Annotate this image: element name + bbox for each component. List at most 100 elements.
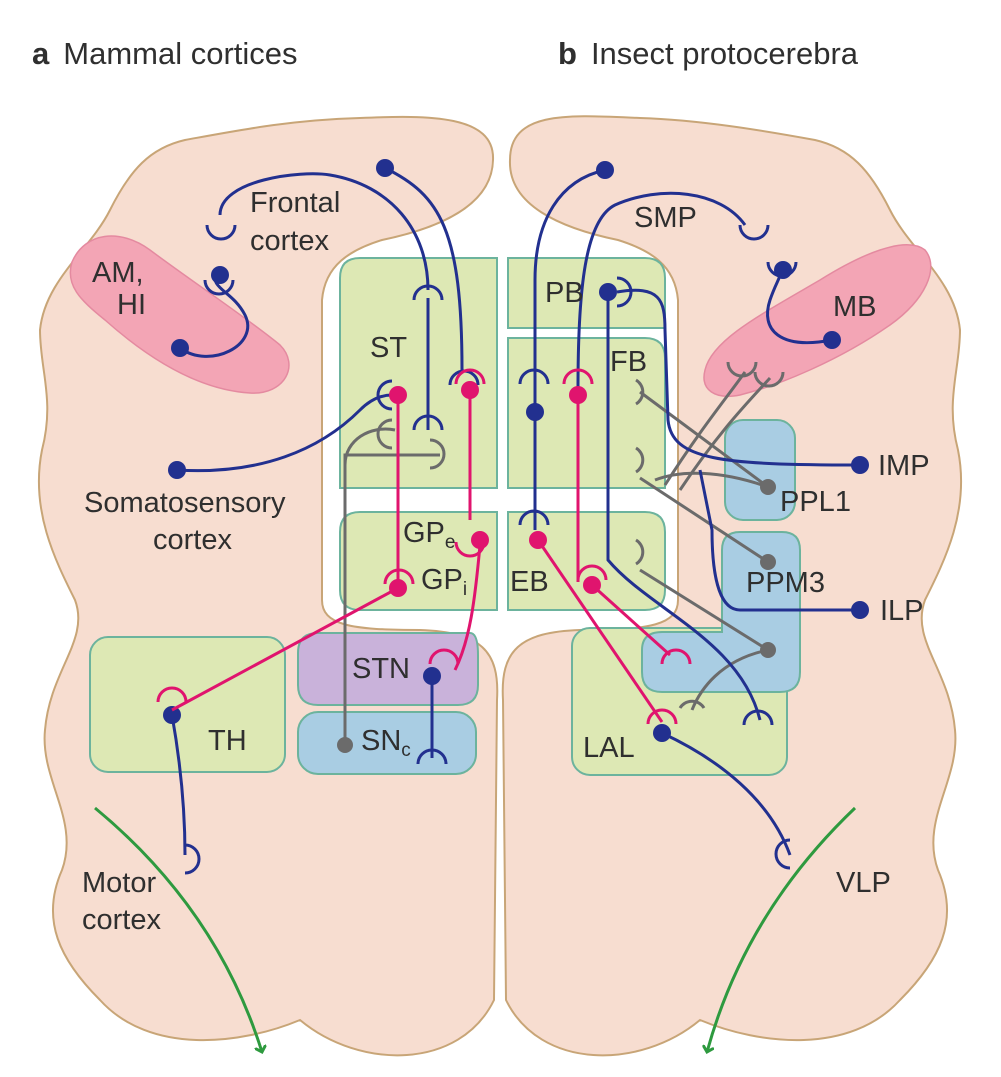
fb-region bbox=[507, 337, 666, 489]
label-snc: SNc bbox=[361, 726, 411, 766]
label-gpi-sub: i bbox=[462, 579, 468, 600]
eb-to-ppm3-axon bbox=[590, 583, 672, 657]
stn-neuron-soma bbox=[423, 667, 441, 685]
ppm3-neuron-1 bbox=[639, 476, 769, 564]
lal-neuron-soma bbox=[653, 724, 671, 742]
label-gpe-sub: e bbox=[444, 532, 456, 553]
eb-magenta-terminal bbox=[576, 564, 608, 581]
vlp-terminal bbox=[774, 838, 791, 870]
panel-b-title-text: Insect protocerebra bbox=[590, 36, 859, 71]
panel-a-letter: a bbox=[32, 36, 50, 71]
panel-b-title: b Insect protocerebra bbox=[558, 36, 858, 72]
ppl1-neuron-soma bbox=[760, 479, 776, 495]
mb-gray-terminal-2 bbox=[753, 371, 785, 388]
mb-neuron-axon bbox=[766, 269, 833, 345]
smp-terminal-1 bbox=[738, 224, 770, 241]
pb-to-lal-axon bbox=[606, 292, 762, 721]
eb-terminal-blue-1 bbox=[518, 368, 550, 385]
ppl1-neuron-1 bbox=[639, 390, 769, 489]
frontal-local-soma bbox=[211, 266, 229, 284]
label-smp: SMP bbox=[634, 202, 697, 234]
label-stn: STN bbox=[352, 653, 410, 685]
label-am: AM, bbox=[92, 257, 144, 289]
snc-terminal-2 bbox=[429, 438, 446, 470]
gpi-to-th-axon bbox=[171, 586, 399, 712]
pb-terminal bbox=[616, 276, 633, 308]
label-motor-2: cortex bbox=[82, 904, 161, 936]
panel-b-letter: b bbox=[558, 36, 577, 71]
am-hi-neuron-soma bbox=[171, 339, 189, 357]
stn-magenta-terminal bbox=[428, 648, 460, 665]
ppl1-mb-branch-1 bbox=[663, 371, 747, 486]
ppm3-neuron-2 bbox=[639, 568, 769, 652]
smp-pb-eb-axon bbox=[533, 168, 606, 530]
lal-to-vlp-axon bbox=[661, 731, 792, 856]
panel-a-title-text: Mammal cortices bbox=[63, 36, 298, 71]
ppm3-neuron-soma-2 bbox=[760, 642, 776, 658]
label-snc-sub: c bbox=[401, 740, 411, 761]
st-somato-terminal bbox=[376, 379, 393, 411]
st-gpe-neuron-soma bbox=[461, 381, 479, 399]
label-motor-1: Motor bbox=[82, 867, 157, 899]
smp-to-fb-axon bbox=[576, 191, 747, 389]
frontal-to-st-axon bbox=[384, 166, 464, 371]
motor-output-arrow-left bbox=[94, 806, 262, 1052]
mb-gray-terminal-1 bbox=[726, 361, 758, 378]
eb-to-lal-axon bbox=[536, 539, 664, 723]
gpe-to-stn-axon bbox=[453, 544, 482, 671]
fb-blue-soma bbox=[526, 403, 544, 421]
ppm3-magenta-terminal bbox=[660, 648, 692, 665]
motor-terminal bbox=[184, 843, 201, 875]
am-hi-terminal bbox=[203, 279, 235, 296]
pb-to-imp-axon bbox=[616, 288, 861, 467]
frontal-terminal bbox=[205, 224, 237, 241]
st-magenta-terminal bbox=[454, 368, 486, 385]
label-vlp: VLP bbox=[836, 867, 891, 899]
motor-output-arrow-right bbox=[707, 806, 857, 1052]
eb-magenta-soma-2 bbox=[583, 576, 601, 594]
label-eb: EB bbox=[510, 566, 549, 598]
smp-neuron-soma bbox=[596, 161, 614, 179]
label-fb: FB bbox=[610, 346, 648, 378]
frontal-neuron-soma bbox=[376, 159, 394, 177]
label-gpi-text: GP bbox=[421, 564, 463, 596]
label-gpe: GPe bbox=[403, 518, 455, 558]
fb-magenta-soma bbox=[569, 386, 587, 404]
lal-magenta-terminal bbox=[646, 708, 678, 725]
eb-terminal-blue-2 bbox=[518, 509, 550, 526]
th-motor-axon bbox=[170, 714, 187, 856]
label-mb: MB bbox=[833, 291, 877, 323]
fb-gray-terminal-1 bbox=[635, 378, 645, 406]
gpi-neuron-soma bbox=[389, 579, 407, 597]
label-snc-text: SN bbox=[361, 725, 402, 757]
fb-magenta-terminal bbox=[562, 368, 594, 385]
eb-region bbox=[507, 511, 666, 611]
label-gpi: GPi bbox=[421, 565, 467, 605]
frontal-local-axon bbox=[218, 172, 430, 291]
st-terminal-1 bbox=[412, 284, 444, 301]
gpi-terminal bbox=[383, 568, 415, 585]
label-frontal-1: Frontal bbox=[250, 187, 341, 219]
label-ilp: ILP bbox=[880, 595, 924, 627]
ppm3-neuron-3 bbox=[690, 648, 769, 711]
ppm3-neuron-soma-1 bbox=[760, 554, 776, 570]
eb-gray-terminal bbox=[635, 538, 645, 566]
label-somato-2: cortex bbox=[153, 524, 232, 556]
ppl1-region bbox=[724, 419, 796, 521]
label-th: TH bbox=[208, 725, 247, 757]
mb-neuron-soma bbox=[823, 331, 841, 349]
snc-terminal-1 bbox=[376, 418, 393, 450]
ilp-axon bbox=[698, 469, 860, 612]
snc-blue-terminal bbox=[416, 748, 448, 765]
pb-region bbox=[507, 257, 666, 329]
label-st: ST bbox=[370, 332, 408, 364]
eb-magenta-soma bbox=[529, 531, 547, 549]
ppl1-neuron-2 bbox=[654, 471, 769, 489]
ilp-soma bbox=[851, 601, 869, 619]
mb-region bbox=[703, 244, 932, 397]
label-ppm3: PPM3 bbox=[746, 567, 825, 599]
th-region bbox=[89, 636, 286, 773]
label-somato-1: Somatosensory bbox=[84, 487, 286, 519]
th-magenta-terminal bbox=[156, 686, 188, 703]
